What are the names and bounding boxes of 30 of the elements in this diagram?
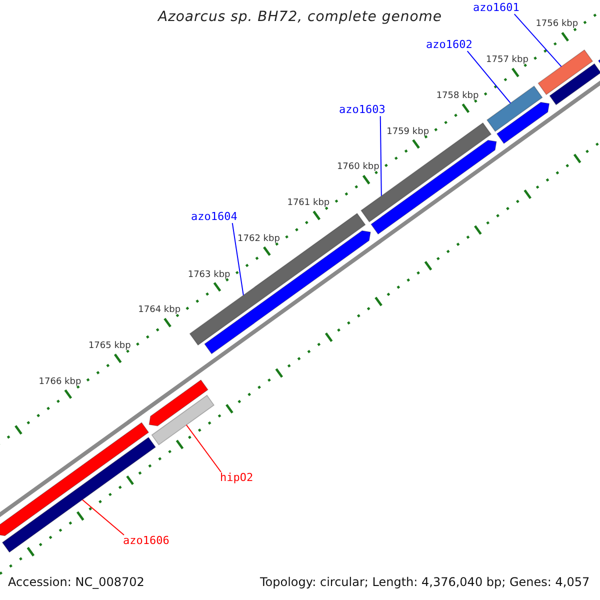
scale-label: 1765 kbp [88, 342, 131, 352]
leader-line [466, 50, 511, 104]
gene-bar [189, 212, 366, 346]
scale-label: 1758 kbp [436, 92, 479, 102]
gene-bar [151, 394, 215, 446]
leader-line [82, 499, 124, 536]
gene-label: azo1602 [426, 39, 472, 52]
scale-label: 1763 kbp [188, 270, 230, 280]
scale-label: 1764 kbp [138, 306, 181, 316]
gene-label: azo1606 [123, 535, 170, 548]
scale-label: 1760 kbp [336, 163, 380, 174]
scale-label: 1766 kbp [38, 378, 82, 388]
gene-bar [486, 86, 543, 132]
scale-label: 1756 kbp [536, 20, 578, 30]
gene-label: azo1603 [339, 104, 386, 116]
title: Azoarcus sp. BH72, complete genome [158, 10, 442, 26]
gene-label: azo1601 [473, 2, 520, 14]
gene-label: hipO2 [220, 472, 254, 484]
gene-label: azo1604 [191, 211, 238, 224]
scale-label: 1759 kbp [386, 128, 430, 138]
gene-bar [360, 122, 492, 222]
leader-line [186, 424, 222, 472]
scale-label: 1762 kbp [238, 234, 280, 245]
footer-text: Topology: circular; Length: 4,376,040 bp; Genes: 4,057 [260, 576, 590, 590]
leader-line [514, 14, 562, 68]
leader-line [232, 222, 244, 296]
scale-label: 1761 kbp [287, 199, 330, 209]
gene-bar [538, 49, 594, 96]
leader-line [380, 116, 382, 196]
scale-label: 1757 kbp [486, 56, 528, 66]
